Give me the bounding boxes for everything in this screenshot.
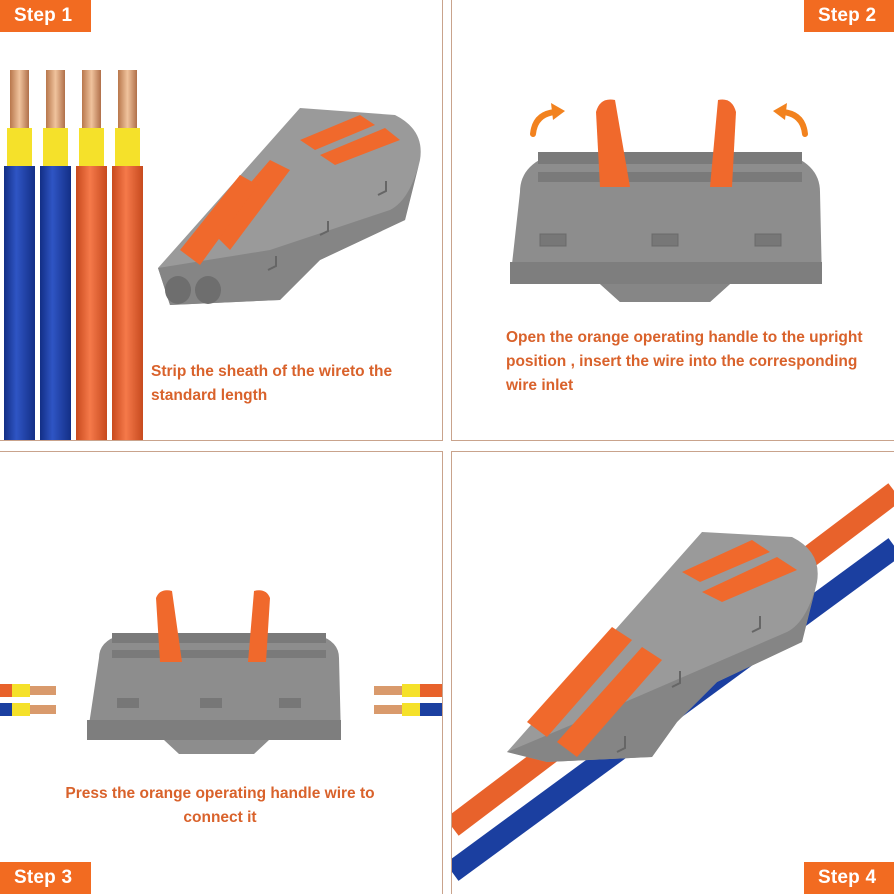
left-wires-illustration <box>0 684 56 716</box>
right-wires-illustration <box>374 684 442 716</box>
step-1-panel: Step 1 Strip the sheath of the wireto th… <box>0 0 443 441</box>
orange-wire-2 <box>112 70 143 440</box>
wires-illustration <box>4 70 143 440</box>
blue-wire-1 <box>4 70 35 440</box>
step-1-badge: Step 1 <box>0 0 91 32</box>
step-2-panel: Step 2 Open the orange operating handle … <box>451 0 894 441</box>
step-3-badge: Step 3 <box>0 862 91 894</box>
connector-with-wires <box>452 483 894 881</box>
connector-front-open <box>510 99 822 302</box>
step-1-caption: Strip the sheath of the wireto the stand… <box>151 363 393 404</box>
orange-wire-1 <box>76 70 107 440</box>
step-3-panel: Press the orange operating handle wire t… <box>0 451 443 894</box>
curved-arrow-left-icon <box>530 103 565 137</box>
step-4-badge: Step 4 <box>804 862 894 894</box>
connector-angled <box>158 108 421 305</box>
blue-wire-2 <box>40 70 71 440</box>
curved-arrow-right-icon <box>773 103 808 137</box>
step-4-panel: Step 4 <box>451 451 894 894</box>
step-2-caption: Open the orange operating handle to the … <box>506 329 863 394</box>
step-3-caption: Press the orange operating handle wire t… <box>65 785 375 826</box>
step-2-badge: Step 2 <box>804 0 894 32</box>
connector-front-closed <box>87 590 341 754</box>
